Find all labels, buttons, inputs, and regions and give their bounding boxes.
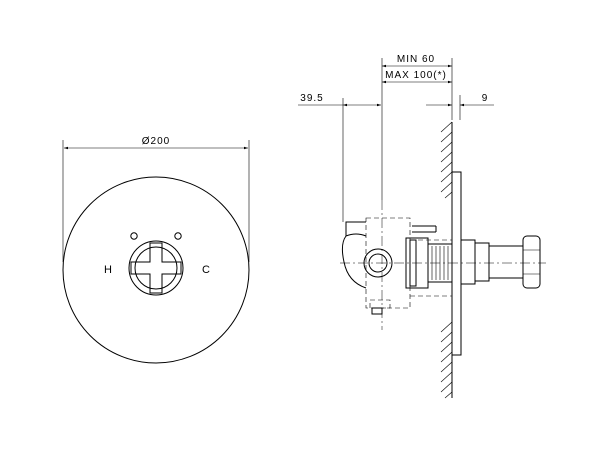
diameter-dimension: Ø200 <box>62 136 250 262</box>
offset-label: 39.5 <box>300 93 323 104</box>
plate-thickness-label: 9 <box>482 93 489 104</box>
depth-dimension: MIN 60 MAX 100(*) <box>382 54 452 84</box>
cross-handle <box>128 240 184 296</box>
indicator-dot-left <box>130 232 138 240</box>
max-depth-label: MAX 100(*) <box>385 70 447 81</box>
front-view: Ø200 H C <box>62 136 250 364</box>
min-depth-label: MIN 60 <box>397 54 435 65</box>
inlet-fitting <box>341 221 393 315</box>
diameter-label: Ø200 <box>142 136 170 147</box>
wall-section <box>440 121 453 399</box>
side-view: MIN 60 MAX 100(*) 39.5 9 <box>298 54 546 399</box>
offset-dimension: 39.5 <box>298 93 381 107</box>
valve-body <box>365 217 452 309</box>
hot-label: H <box>104 264 112 276</box>
cover-plate-side <box>451 171 462 356</box>
cold-label: C <box>202 264 210 276</box>
cover-plate <box>62 176 250 364</box>
plate-thickness-dimension: 9 <box>426 93 494 107</box>
indicator-dot-right <box>174 232 182 240</box>
handle-side <box>460 235 541 289</box>
